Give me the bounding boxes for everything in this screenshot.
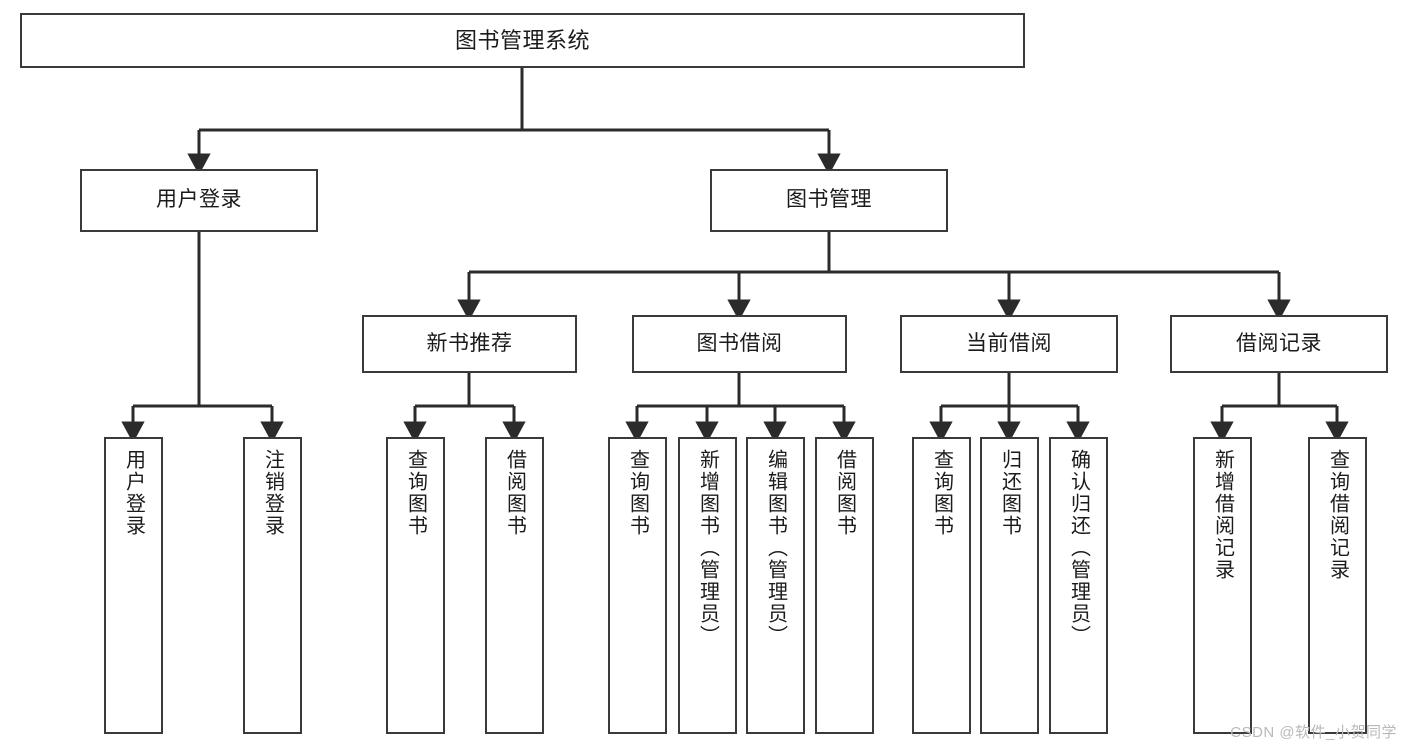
- node-label: 图书管理系统: [454, 27, 590, 53]
- leaf-current-borrow-query[interactable]: 查询图书: [912, 437, 971, 734]
- node-root-system[interactable]: 图书管理系统: [20, 13, 1025, 68]
- leaf-user-login-login[interactable]: 用户登录: [104, 437, 163, 734]
- node-borrow-record[interactable]: 借阅记录: [1170, 315, 1388, 373]
- node-label: 借阅记录: [1236, 331, 1322, 355]
- node-label: 用户登录: [156, 188, 242, 212]
- leaf-book-borrow-borrow[interactable]: 借阅图书: [815, 437, 874, 734]
- node-user-login[interactable]: 用户登录: [80, 169, 318, 232]
- node-current-borrow[interactable]: 当前借阅: [900, 315, 1118, 373]
- node-label: 借阅图书: [503, 449, 526, 537]
- node-label: 图书管理: [786, 188, 872, 212]
- node-label: 归还图书: [998, 449, 1021, 537]
- node-label: 查询图书: [930, 449, 953, 537]
- node-label: 图书借阅: [696, 331, 783, 355]
- leaf-user-login-logout[interactable]: 注销登录: [243, 437, 302, 734]
- node-new-book-recommend[interactable]: 新书推荐: [362, 315, 577, 373]
- leaf-current-borrow-return[interactable]: 归还图书: [980, 437, 1039, 734]
- leaf-book-borrow-add[interactable]: 新增图书（管理员）: [678, 437, 737, 734]
- node-label: 新书推荐: [426, 331, 513, 355]
- node-label: 注销登录: [261, 449, 284, 537]
- node-book-borrow[interactable]: 图书借阅: [632, 315, 847, 373]
- node-label: 新增图书（管理员）: [696, 449, 719, 647]
- leaf-borrow-record-add[interactable]: 新增借阅记录: [1193, 437, 1252, 734]
- watermark: CSDN @软件_小贺同学: [1230, 724, 1397, 741]
- leaf-new-book-query[interactable]: 查询图书: [386, 437, 445, 734]
- node-label: 确认归还（管理员）: [1067, 449, 1090, 647]
- node-book-management[interactable]: 图书管理: [710, 169, 948, 232]
- leaf-new-book-borrow[interactable]: 借阅图书: [485, 437, 544, 734]
- node-label: 查询借阅记录: [1326, 449, 1349, 581]
- node-label: 当前借阅: [966, 331, 1052, 355]
- node-label: 用户登录: [122, 449, 145, 537]
- node-label: 新增借阅记录: [1211, 449, 1234, 581]
- leaf-book-borrow-query[interactable]: 查询图书: [608, 437, 667, 734]
- node-label: 借阅图书: [833, 449, 856, 537]
- leaf-borrow-record-query[interactable]: 查询借阅记录: [1308, 437, 1367, 734]
- node-label: 查询图书: [404, 449, 427, 537]
- leaf-book-borrow-edit[interactable]: 编辑图书（管理员）: [746, 437, 805, 734]
- node-label: 查询图书: [626, 449, 649, 537]
- node-label: 编辑图书（管理员）: [764, 449, 787, 647]
- leaf-current-borrow-confirm-return[interactable]: 确认归还（管理员）: [1049, 437, 1108, 734]
